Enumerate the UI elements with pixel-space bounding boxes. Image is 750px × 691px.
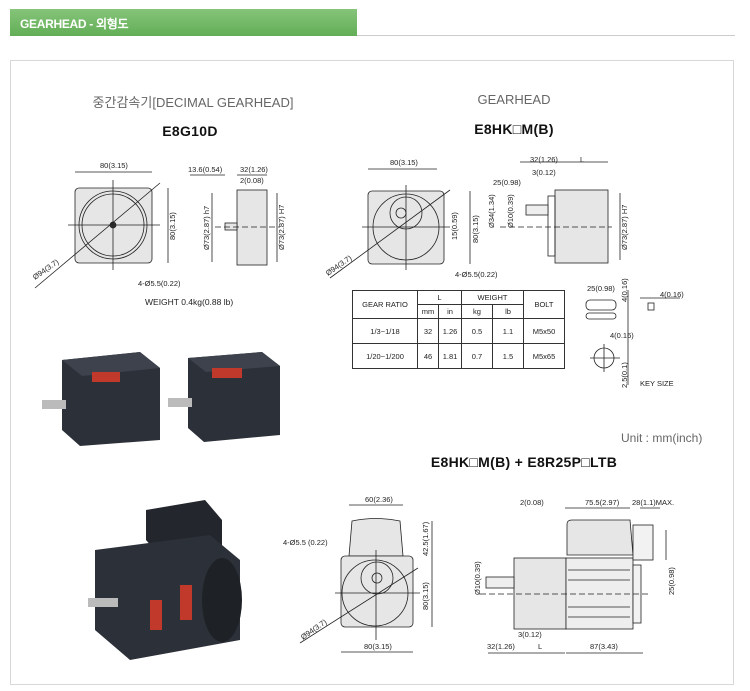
cell: 1.26: [438, 318, 462, 344]
dim-label: 3(0.12): [532, 168, 556, 177]
dim-label: Ø94(3.7): [299, 617, 329, 642]
col-header: kg: [461, 304, 493, 319]
dim-label: 80(3.15): [364, 642, 392, 651]
bottom-side-view: [480, 507, 667, 654]
dim-label: 4-Ø5.5(0.22): [455, 270, 498, 279]
dim-label: 2.5(0.1): [620, 362, 629, 388]
dim-label: Ø73(2.87) H7: [277, 205, 286, 250]
dim-label: 32(1.26): [530, 155, 558, 164]
key-size-label: KEY SIZE: [640, 379, 674, 388]
cell: M5x65: [523, 343, 565, 369]
col-header: WEIGHT: [461, 290, 524, 305]
dim-label: Ø10(0.39): [473, 561, 482, 595]
dim-label: 75.5(2.97): [585, 498, 620, 507]
dim-label: 25(0.98): [667, 567, 676, 595]
cell: 1.1: [492, 318, 524, 344]
dim-label: 4-Ø5.5 (0.22): [283, 538, 328, 547]
dim-label: 4-Ø5.5(0.22): [138, 279, 181, 288]
dim-label: 80(3.15): [100, 161, 128, 170]
dim-label: Ø94(3.7): [324, 253, 354, 278]
cell: 32: [417, 318, 439, 344]
cell: 1.5: [492, 343, 524, 369]
weight-label: WEIGHT 0.4kg(0.88 lb): [145, 297, 233, 307]
section-header: GEARHEAD - 외형도: [10, 9, 357, 36]
gearhead-photo-2: [168, 352, 280, 442]
dim-label: 80(3.15): [168, 212, 177, 240]
dim-label: 3(0.12): [518, 630, 542, 639]
dim-label: 2(0.08): [520, 498, 544, 507]
right-model: E8HK□M(B): [474, 121, 554, 137]
dim-label: 32(1.26): [487, 642, 515, 651]
col-header: GEAR RATIO: [352, 290, 418, 319]
col-header: lb: [492, 304, 524, 319]
table-row: 1/3~1/18 32 1.26 0.5 1.1 M5x50: [352, 318, 565, 344]
dim-label: Ø73(2.87) H7: [620, 205, 629, 250]
dim-label: 28(1.1)MAX.: [632, 498, 674, 507]
col-header: BOLT: [523, 290, 565, 319]
cell: 1/3~1/18: [352, 318, 418, 344]
drawing-panel: [10, 60, 734, 685]
dim-label: 25(0.98): [587, 284, 615, 293]
dim-label: L: [580, 155, 584, 164]
right-subtitle: GEARHEAD: [477, 92, 551, 107]
dim-label: 2(0.08): [240, 176, 264, 185]
left-side-view: [190, 174, 280, 266]
dim-label: 32(1.26): [240, 165, 268, 174]
right-side-view: [500, 161, 621, 264]
gearhead-photo-1: [42, 352, 160, 446]
bottom-model: E8HK□M(B) + E8R25P□LTB: [430, 454, 618, 470]
cell: 0.5: [461, 318, 493, 344]
cell: 1.81: [438, 343, 462, 369]
gear-ratio-table: GEAR RATIO L WEIGHT BOLT mm in kg lb 1/3…: [352, 290, 565, 369]
dim-label: Ø10(0.39): [506, 194, 515, 228]
key-size-drawing: [585, 290, 680, 385]
dim-label: L: [538, 642, 542, 651]
dim-label: Ø94(3.7): [31, 257, 61, 282]
dim-label: 4(0.16): [660, 290, 684, 299]
dim-label: 80(3.15): [390, 158, 418, 167]
col-header: mm: [417, 304, 439, 319]
dim-label: 4(0.16): [620, 278, 629, 302]
left-model: E8G10D: [162, 123, 218, 139]
cell: 0.7: [461, 343, 493, 369]
cell: 46: [417, 343, 439, 369]
cell: 1/20~1/200: [352, 343, 418, 369]
col-header: in: [438, 304, 462, 319]
dim-label: 80(3.15): [421, 582, 430, 610]
dim-label: Ø73(2.87) h7: [202, 206, 211, 250]
dim-label: 25(0.98): [493, 178, 521, 187]
left-subtitle: 중간감속기[DECIMAL GEARHEAD]: [92, 95, 294, 110]
dim-label: 80(3.15): [471, 215, 480, 243]
geared-motor-photo: [88, 500, 242, 660]
col-header: L: [417, 290, 462, 305]
cell: M5x50: [523, 318, 565, 344]
bottom-front-view: [299, 504, 433, 653]
dim-label: 15(0.59): [450, 212, 459, 240]
unit-label: Unit : mm(inch): [621, 431, 703, 445]
dim-label: 87(3.43): [590, 642, 618, 651]
dim-label: 4(0.16): [610, 331, 634, 340]
dim-label: 42.5(1.67): [421, 521, 430, 556]
left-front-view: [34, 171, 169, 289]
dim-label: 60(2.36): [365, 495, 393, 504]
dim-label: Ø34(1.34): [487, 194, 496, 228]
table-row: 1/20~1/200 46 1.81 0.7 1.5 M5x65: [352, 343, 565, 369]
section-title: GEARHEAD - 외형도: [20, 17, 129, 31]
header-divider: [357, 35, 735, 36]
right-front-view: [329, 168, 471, 279]
dim-label: 13.6(0.54): [188, 165, 223, 174]
